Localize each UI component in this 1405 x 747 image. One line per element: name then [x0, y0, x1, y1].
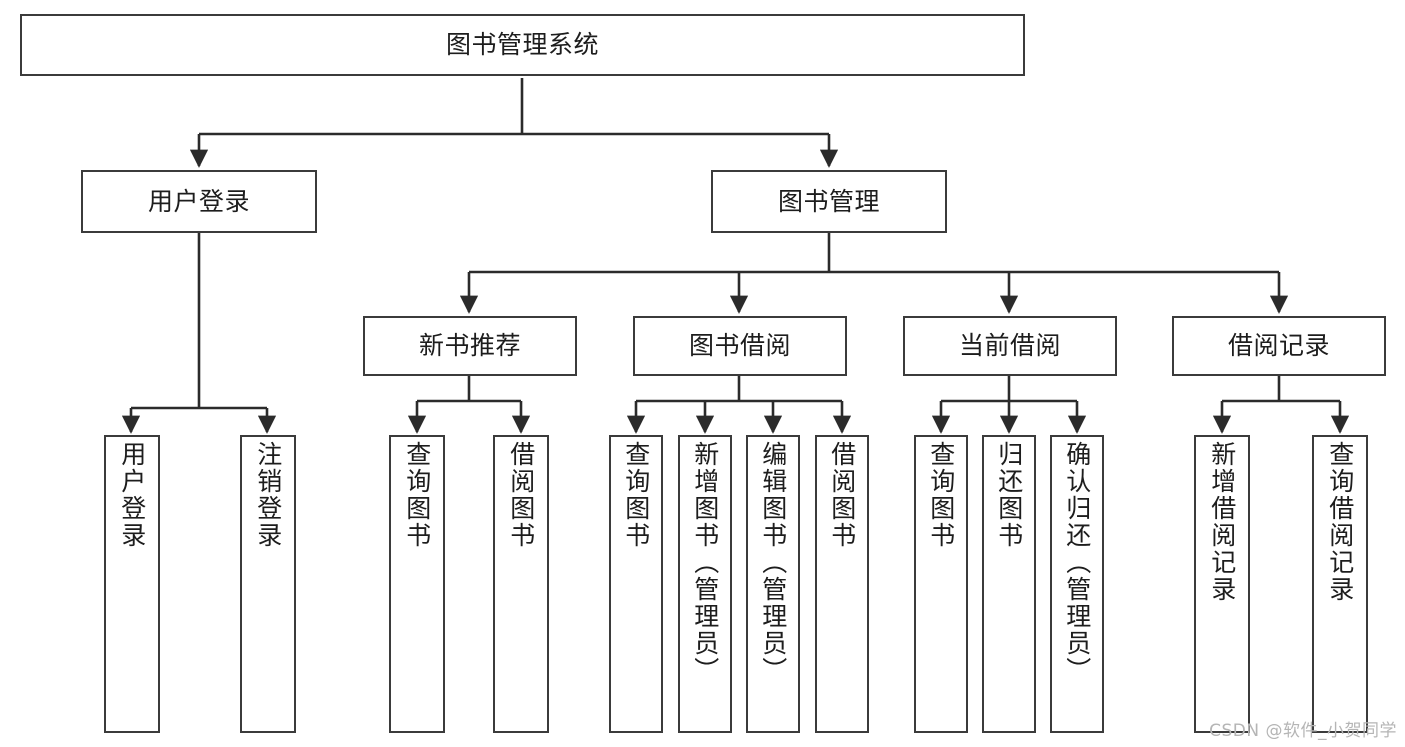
node-label: 新增借阅记录: [1207, 441, 1237, 603]
node-label: 注销登录: [253, 441, 283, 549]
node-label: 借阅图书: [506, 441, 536, 549]
node-label: 图书管理系统: [445, 30, 599, 60]
leaf-user-login[interactable]: 用户登录: [104, 435, 160, 733]
leaf-query-book-current[interactable]: 查询图书: [914, 435, 968, 733]
node-label: 当前借阅: [958, 331, 1061, 361]
node-book-borrow[interactable]: 图书借阅: [633, 316, 847, 376]
node-label: 查询图书: [402, 441, 432, 549]
node-label: 借阅记录: [1227, 331, 1330, 361]
leaf-query-book-borrow[interactable]: 查询图书: [609, 435, 663, 733]
node-root-system[interactable]: 图书管理系统: [20, 14, 1025, 76]
node-label: 用户登录: [117, 441, 147, 549]
node-label: 新增图书（管理员）: [690, 441, 720, 684]
node-label: 用户登录: [147, 186, 250, 216]
leaf-logout[interactable]: 注销登录: [240, 435, 296, 733]
node-book-management[interactable]: 图书管理: [711, 170, 947, 233]
node-label: 借阅图书: [827, 441, 857, 549]
leaf-return-book[interactable]: 归还图书: [982, 435, 1036, 733]
leaf-confirm-return-admin[interactable]: 确认归还（管理员）: [1050, 435, 1104, 733]
node-label: 查询借阅记录: [1325, 441, 1355, 603]
leaf-add-borrow-record[interactable]: 新增借阅记录: [1194, 435, 1250, 733]
node-label: 查询图书: [621, 441, 651, 549]
node-new-book-recommend[interactable]: 新书推荐: [363, 316, 577, 376]
node-label: 归还图书: [994, 441, 1024, 549]
node-borrow-records[interactable]: 借阅记录: [1172, 316, 1386, 376]
leaf-add-book-admin[interactable]: 新增图书（管理员）: [678, 435, 732, 733]
node-user-login[interactable]: 用户登录: [81, 170, 317, 233]
leaf-query-book-recommend[interactable]: 查询图书: [389, 435, 445, 733]
leaf-edit-book-admin[interactable]: 编辑图书（管理员）: [746, 435, 800, 733]
node-label: 查询图书: [926, 441, 956, 549]
leaf-borrow-book-recommend[interactable]: 借阅图书: [493, 435, 549, 733]
leaf-query-borrow-record[interactable]: 查询借阅记录: [1312, 435, 1368, 733]
node-current-borrow[interactable]: 当前借阅: [903, 316, 1117, 376]
node-label: 确认归还（管理员）: [1062, 441, 1092, 684]
node-label: 新书推荐: [418, 331, 521, 361]
csdn-watermark: CSDN @软件_小贺同学: [1209, 721, 1397, 741]
leaf-borrow-book[interactable]: 借阅图书: [815, 435, 869, 733]
node-label: 图书借阅: [688, 331, 791, 361]
node-label: 编辑图书（管理员）: [758, 441, 788, 684]
node-label: 图书管理: [777, 186, 880, 216]
